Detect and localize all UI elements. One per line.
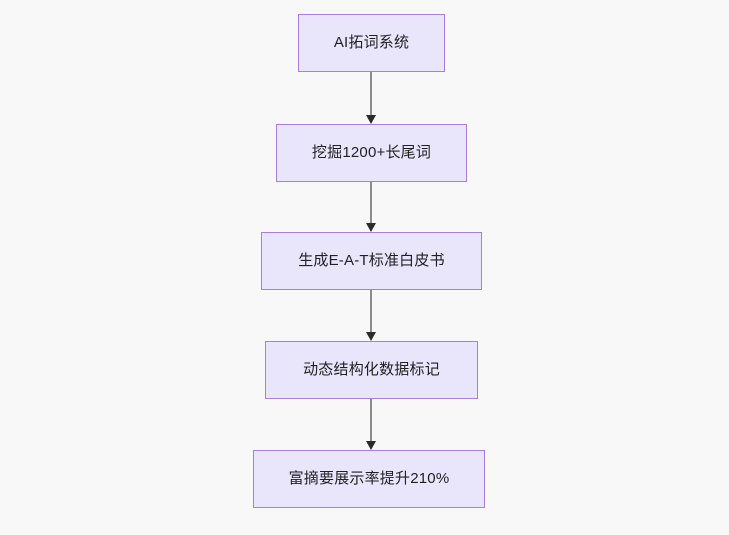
edge-line [370, 399, 372, 441]
flow-node-5[interactable]: 富摘要展示率提升210% [253, 450, 485, 508]
flow-node-4[interactable]: 动态结构化数据标记 [265, 341, 478, 399]
flow-node-3[interactable]: 生成E-A-T标准白皮书 [261, 232, 482, 290]
flow-node-label: AI拓词系统 [333, 34, 410, 52]
arrow-head-icon [366, 115, 376, 124]
flow-node-label: 挖掘1200+长尾词 [311, 144, 432, 162]
arrow-head-icon [366, 441, 376, 450]
arrow-head-icon [366, 223, 376, 232]
edge-line [370, 72, 372, 115]
flow-node-label: 富摘要展示率提升210% [288, 470, 450, 488]
flow-node-label: 生成E-A-T标准白皮书 [298, 252, 445, 270]
arrow-head-icon [366, 332, 376, 341]
flow-node-1[interactable]: AI拓词系统 [298, 14, 445, 72]
edge-line [370, 290, 372, 332]
flow-node-label: 动态结构化数据标记 [303, 361, 440, 379]
edge-line [370, 182, 372, 223]
flow-node-2[interactable]: 挖掘1200+长尾词 [276, 124, 467, 182]
